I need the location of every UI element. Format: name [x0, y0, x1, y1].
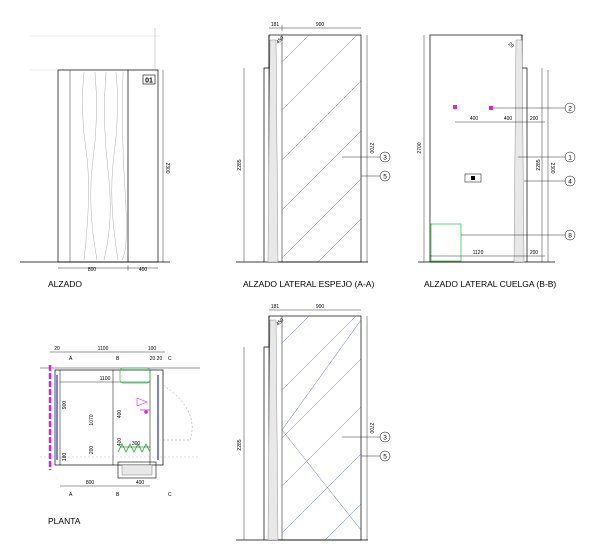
espejo-dim-diag: 450 — [275, 35, 285, 45]
planta-dim-400b: 400 — [117, 438, 123, 447]
planta-dim-20: 20 — [54, 346, 60, 352]
door-tag-box — [142, 74, 156, 85]
callout-4 — [564, 175, 576, 187]
lower-dim-2700: 2700 — [368, 422, 374, 433]
section-a-bottom: A — [69, 492, 73, 498]
cuelga-view: 20 2 400 400 200 1 4 8 1120 200 2700 228… — [417, 34, 576, 289]
lower-callout-3 — [379, 431, 391, 443]
caption-alzado: ALZADO — [48, 279, 82, 289]
planta-dim-1100b: 1100 — [100, 376, 111, 382]
cuelga-dim-1120: 1120 — [473, 250, 484, 256]
spring-symbol — [117, 442, 151, 454]
planta-dim-2020: 20 20 — [150, 356, 163, 362]
lower-dim-900: 900 — [316, 304, 325, 310]
callout-2 — [564, 102, 576, 114]
svg-text:4: 4 — [568, 179, 572, 186]
cuelga-dim-2300: 2300 — [549, 162, 555, 173]
cuelga-dim-400b: 400 — [504, 116, 513, 122]
svg-text:1: 1 — [568, 155, 572, 162]
section-b-bottom: B — [116, 492, 120, 498]
cuelga-dim-diag: 20 — [507, 41, 515, 49]
cuelga-dim-200a: 200 — [530, 116, 539, 122]
dim-800: 800 — [88, 267, 97, 273]
hanger-pin-1 — [453, 105, 457, 109]
cuelga-dim-200b: 200 — [530, 250, 539, 256]
section-a-top: A — [69, 356, 73, 362]
espejo-dim-900: 900 — [316, 22, 325, 28]
planta-dim-100: 100 — [148, 346, 157, 352]
dim-400: 400 — [139, 267, 148, 273]
planta-dim-800: 800 — [86, 480, 95, 486]
planta-dim-200: 200 — [89, 446, 95, 455]
planta-view: 20 1100 100 20 20 1100 900 1070 400 400 … — [40, 346, 200, 526]
door-tag: 01 — [145, 78, 153, 85]
section-c-top: C — [168, 356, 172, 362]
svg-text:8: 8 — [568, 233, 572, 240]
espejo-dim-2285: 2285 — [237, 159, 243, 170]
lower-callout-5 — [379, 450, 391, 462]
cuelga-dim-2285: 2285 — [536, 159, 542, 170]
hanger-pin-2 — [489, 106, 493, 110]
espejo-dim-181: 181 — [271, 22, 280, 28]
caption-planta: PLANTA — [48, 516, 81, 526]
planta-dim-300: 300 — [132, 441, 141, 447]
lower-dim-181: 181 — [271, 304, 280, 310]
callout-1 — [564, 151, 576, 163]
lower-dim-diag: 450 — [275, 317, 285, 327]
callout-5 — [379, 170, 391, 182]
svg-text:5: 5 — [383, 174, 387, 181]
bin-outline — [430, 223, 462, 262]
planta-dim-900: 900 — [62, 401, 68, 410]
callout-8 — [564, 229, 576, 241]
svg-text:3: 3 — [383, 155, 387, 162]
caption-espejo: ALZADO LATERAL ESPEJO (A-A) — [243, 279, 374, 289]
svg-text:5: 5 — [383, 454, 387, 461]
alzado-view: 01 800 400 2300 ALZADO — [20, 28, 170, 289]
dim-2300: 2300 — [164, 162, 170, 173]
svg-text:2: 2 — [568, 106, 572, 113]
cuelga-dim-2700: 2700 — [417, 142, 423, 153]
lower-dim-2285: 2285 — [237, 439, 243, 450]
espejo-dim-2700: 2700 — [368, 142, 374, 153]
svg-text:3: 3 — [383, 435, 387, 442]
planta-dim-1070: 1070 — [89, 414, 95, 425]
lower-elevation-view: 181 900 450 2700 2285 3 5 — [236, 304, 391, 541]
section-b-top: B — [116, 356, 120, 362]
planta-dim-400c: 400 — [136, 480, 145, 486]
section-c-bottom: C — [168, 492, 172, 498]
espejo-view: 181 900 450 2700 2285 3 5 ALZADO LATERAL… — [236, 22, 391, 289]
caption-cuelga: ALZADO LATERAL CUELGA (B-B) — [424, 279, 556, 289]
planta-dim-400: 400 — [117, 410, 123, 419]
planta-dim-180: 180 — [62, 453, 68, 462]
cuelga-dim-400a: 400 — [470, 116, 479, 122]
planta-dim-1100: 1100 — [98, 346, 109, 352]
callout-3 — [379, 151, 391, 163]
